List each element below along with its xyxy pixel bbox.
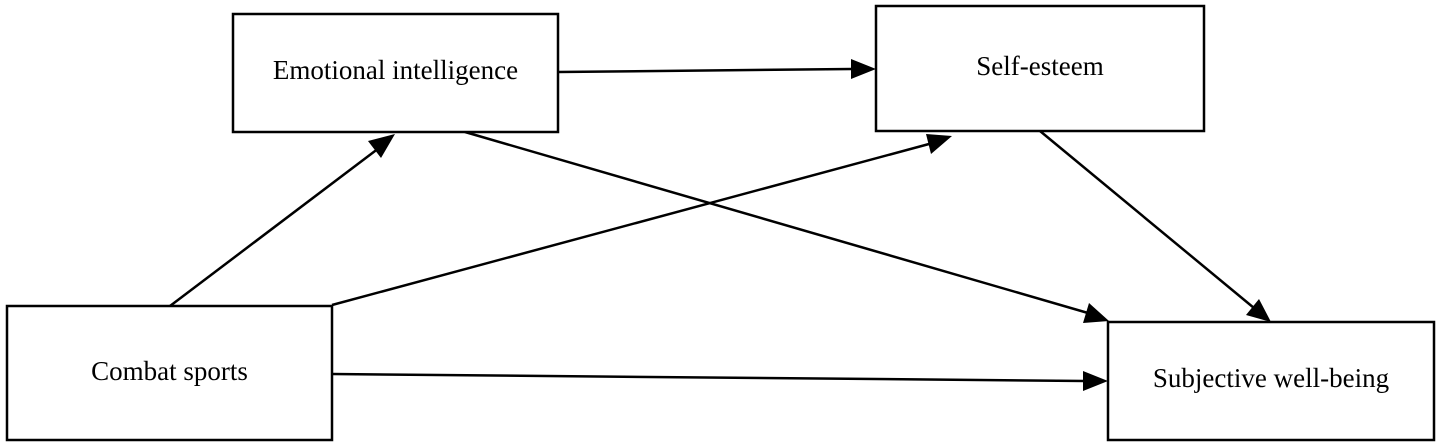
node-emotional-intelligence-label: Emotional intelligence xyxy=(273,55,518,85)
node-subjective-well-being: Subjective well-being xyxy=(1106,320,1436,442)
arrowhead-subjective-well-being-from-emotional-intelligence xyxy=(1083,303,1109,323)
node-subjective-well-being-box xyxy=(1106,320,1436,442)
edges xyxy=(169,59,1271,391)
arrowhead-self-esteem-from-combat-sports xyxy=(926,134,952,154)
node-combat-sports-label: Combat sports xyxy=(91,356,248,386)
node-self-esteem: Self-esteem xyxy=(874,4,1206,133)
arrowhead-self-esteem-from-emotional-intelligence xyxy=(851,59,876,79)
edge-emotional-intelligence-to-self-esteem xyxy=(557,67,853,74)
arrowhead-subjective-well-being-from-self-esteem xyxy=(1246,299,1271,322)
node-emotional-intelligence: Emotional intelligence xyxy=(231,12,560,134)
edge-emotional-intelligence-to-subjective-well-being xyxy=(464,130,1089,315)
node-subjective-well-being-label: Subjective well-being xyxy=(1153,363,1389,393)
node-emotional-intelligence-box xyxy=(231,12,560,134)
node-combat-sports: Combat sports xyxy=(5,304,334,442)
edge-combat-sports-to-subjective-well-being xyxy=(331,372,1086,383)
edge-combat-sports-to-emotional-intelligence xyxy=(169,147,380,307)
arrowhead-emotional-intelligence-from-combat-sports xyxy=(368,134,395,158)
node-combat-sports-box xyxy=(5,304,334,442)
arrowhead-subjective-well-being-from-combat-sports xyxy=(1083,371,1108,391)
edge-self-esteem-to-subjective-well-being xyxy=(1039,130,1255,309)
edge-combat-sports-to-self-esteem xyxy=(331,142,930,307)
node-self-esteem-label: Self-esteem xyxy=(976,51,1103,81)
node-self-esteem-box xyxy=(874,4,1206,133)
